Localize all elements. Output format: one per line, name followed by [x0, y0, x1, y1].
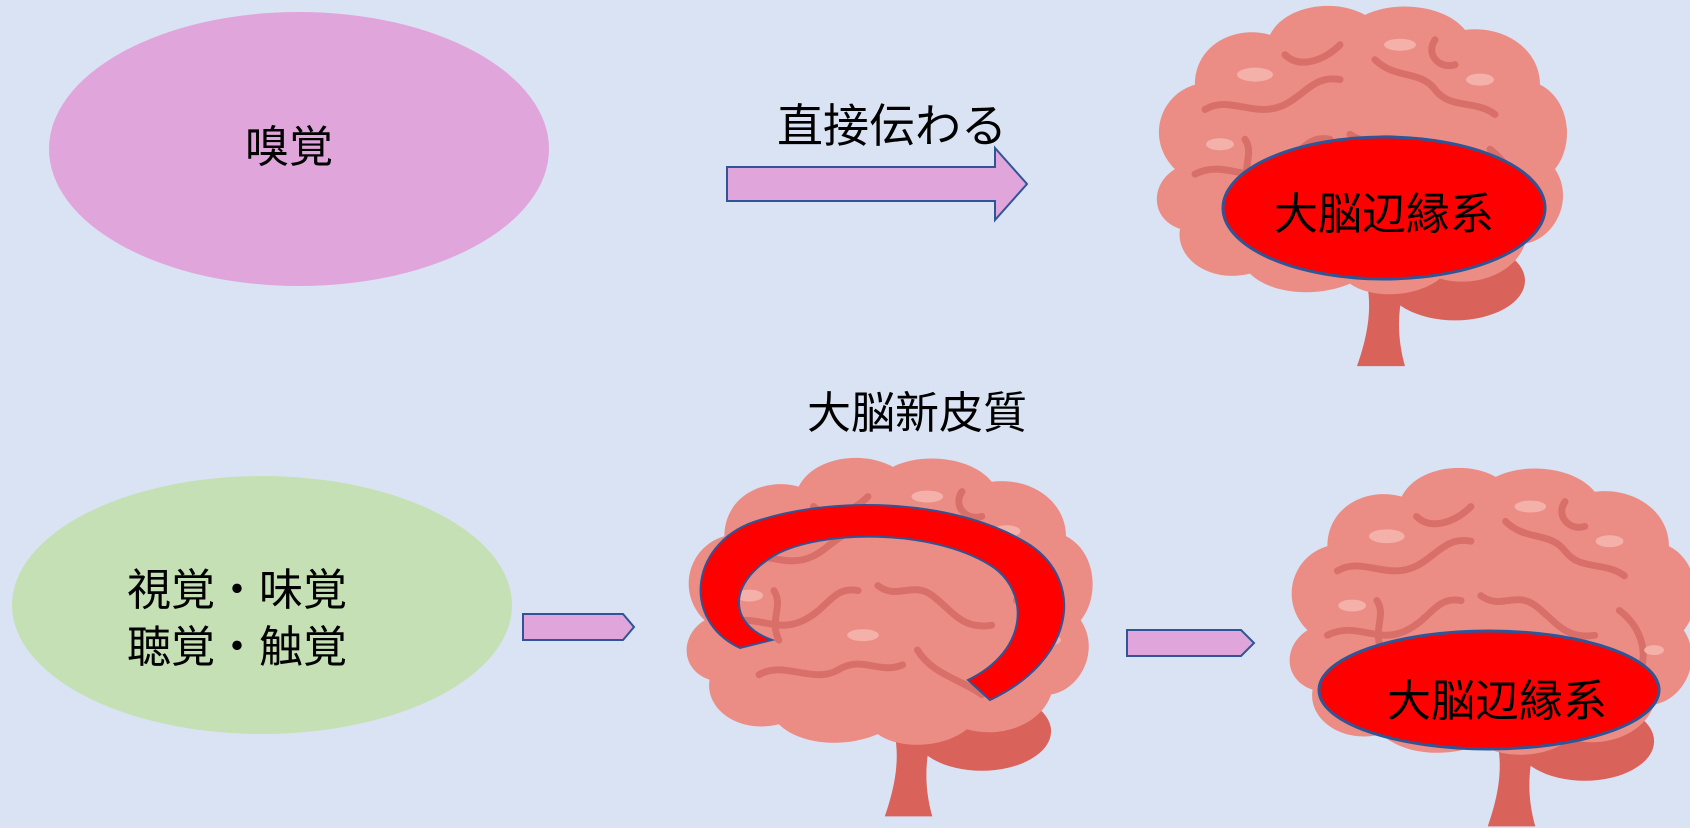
- right-arrow-icon: [726, 145, 1029, 223]
- other-senses-line1: 視覚・味覚: [127, 565, 347, 616]
- neocortex-curve-icon: [699, 504, 1066, 702]
- smell-ellipse: [49, 12, 549, 286]
- limbic-system-label-top: 大脳辺縁系: [1274, 189, 1494, 240]
- smell-label: 嗅覚: [245, 122, 333, 173]
- other-senses-ellipse: [12, 476, 512, 734]
- limbic-system-label-bottom: 大脳辺縁系: [1387, 676, 1607, 727]
- right-arrow-icon: [1126, 629, 1256, 657]
- direct-label: 直接伝わる: [777, 99, 1007, 153]
- other-senses-line2: 聴覚・触覚: [127, 622, 347, 673]
- limbic-system-ellipse-bottom: [1317, 629, 1661, 751]
- right-arrow-icon: [522, 613, 636, 641]
- limbic-system-ellipse-top: [1221, 135, 1547, 281]
- neocortex-label: 大脳新皮質: [807, 388, 1027, 439]
